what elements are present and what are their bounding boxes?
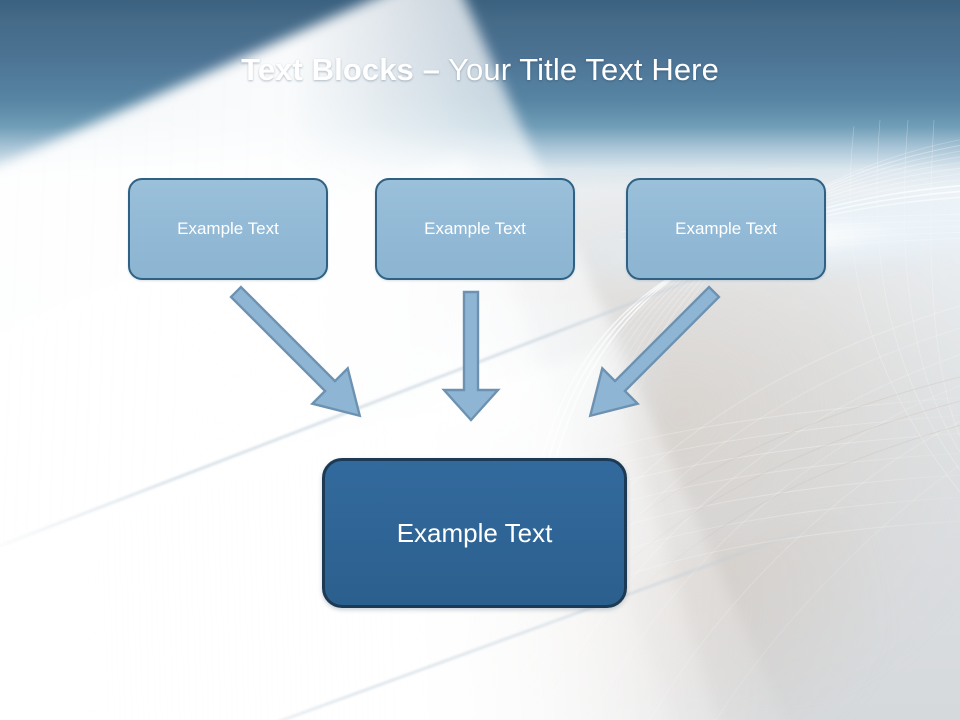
text-block-3-label: Example Text xyxy=(675,219,777,238)
page-title-strong: Text Blocks – xyxy=(241,52,440,87)
text-block-3[interactable]: Example Text xyxy=(626,178,826,280)
text-block-result[interactable]: Example Text xyxy=(322,458,627,608)
page-title: Text Blocks – Your Title Text Here xyxy=(0,52,960,88)
text-block-result-label: Example Text xyxy=(396,517,553,548)
text-block-2-label: Example Text xyxy=(424,219,526,238)
text-block-2[interactable]: Example Text xyxy=(375,178,575,280)
text-block-1[interactable]: Example Text xyxy=(128,178,328,280)
text-block-1-label: Example Text xyxy=(177,219,279,238)
page-title-light: Your Title Text Here xyxy=(439,52,719,87)
